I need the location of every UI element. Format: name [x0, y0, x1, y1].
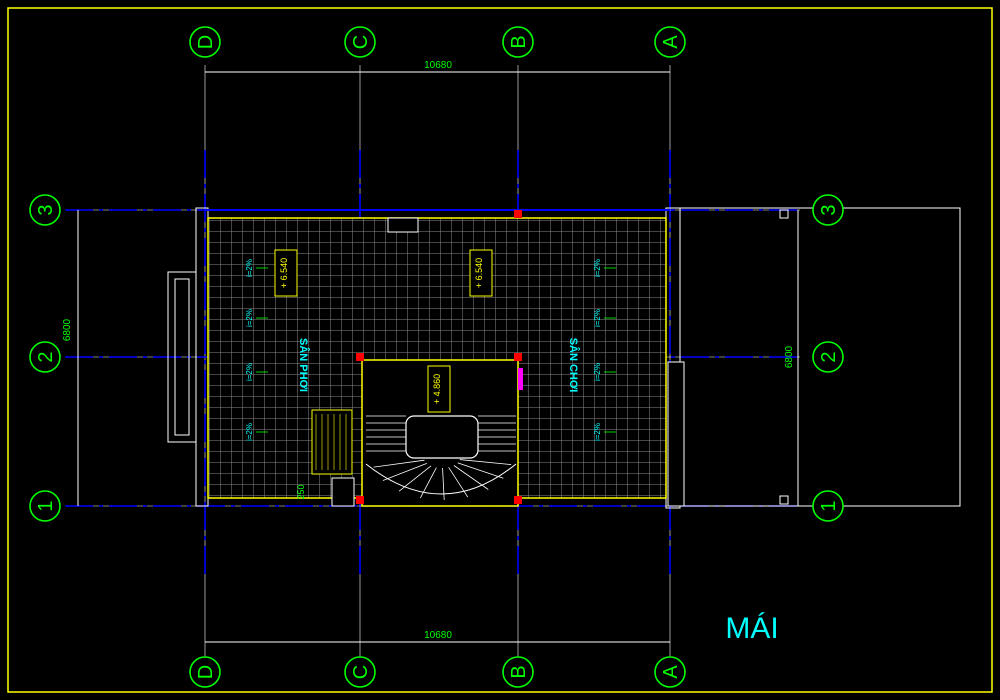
stair-winder [373, 459, 425, 468]
axis-bubble-left [29, 341, 61, 373]
drain-tag: i=2% [593, 259, 602, 277]
axis-bubble-bottom-label: C [350, 665, 372, 679]
stair-curve [365, 463, 517, 495]
dimension-lines [77, 71, 961, 643]
axis-bubble-left-label: 2 [35, 351, 57, 362]
stair-winder [442, 467, 445, 500]
axis-bubble-bottom-label: A [660, 665, 682, 679]
axis-bubble-bottom-label: B [508, 665, 530, 678]
left-balcony-inner [174, 278, 190, 436]
axis-bubble-bottom [502, 656, 534, 688]
room-label-right: SÂN CHƠI [567, 338, 580, 393]
drain-tag: i=2% [593, 309, 602, 327]
drain-tag: i=2% [593, 363, 602, 381]
axis-bubble-left [29, 194, 61, 226]
level-tag-center: + 4.860 [427, 365, 451, 413]
dim-bottom: 10680 [424, 630, 452, 641]
pipe-marker [518, 368, 523, 390]
right-wall-lower [667, 361, 685, 507]
axis-bubble-right-label: 1 [818, 500, 840, 511]
axis-bubble-right [812, 194, 844, 226]
column [514, 496, 522, 504]
axis-bubble-top [189, 26, 221, 58]
axis-bubble-bottom-label: D [195, 665, 217, 679]
column [356, 353, 364, 361]
dim-left: 6800 [62, 318, 73, 341]
axis-bubble-top [344, 26, 376, 58]
level-tag-middle-text: + 6.540 [474, 258, 484, 288]
drain-tag: i=2% [593, 423, 602, 441]
stair-winder [457, 462, 504, 479]
column [514, 353, 522, 361]
axis-bubble-left [29, 490, 61, 522]
axis-bubble-left-label: 3 [35, 204, 57, 215]
axis-bubble-top [654, 26, 686, 58]
axis-bubble-top-label: C [350, 35, 372, 49]
dim-right: 6800 [784, 345, 795, 368]
stair-winder [420, 467, 437, 499]
axis-bubble-right [812, 490, 844, 522]
dim-small: 250 [296, 484, 306, 499]
drain-tag: i=2% [245, 309, 254, 327]
stair-winder [382, 462, 427, 481]
column [514, 210, 522, 218]
axis-bubble-top [502, 26, 534, 58]
level-tag-middle: + 6.540 [469, 249, 493, 297]
level-tag-center-text: + 4.860 [432, 374, 442, 404]
small-room [331, 477, 355, 507]
axis-bubble-top-label: B [508, 35, 530, 48]
drain-tags: i=2% i=2% i=2% i=2% i=2% i=2% i=2% i=2% [245, 259, 616, 441]
level-tag-left-text: + 6.540 [279, 258, 289, 288]
column [356, 496, 364, 504]
drawing-title: MÁI [725, 612, 778, 645]
axis-bubble-top-label: A [660, 35, 682, 49]
drain-tag: i=2% [245, 363, 254, 381]
axis-bubble-bottom [344, 656, 376, 688]
stair-winder [448, 467, 469, 498]
axis-bubble-right [812, 341, 844, 373]
axis-bubble-left-label: 1 [35, 500, 57, 511]
room-label-left: SÂN PHƠI [297, 338, 310, 392]
dim-top: 10680 [424, 60, 452, 71]
stair-winder [459, 459, 512, 465]
axis-bubble-right-label: 3 [818, 204, 840, 215]
level-tag-left: + 6.540 [274, 249, 298, 297]
stair-winder [453, 465, 489, 490]
axis-bubble-bottom [654, 656, 686, 688]
axis-bubble-bottom [189, 656, 221, 688]
roof-hatch [387, 217, 419, 233]
drain-tag: i=2% [245, 423, 254, 441]
laundry-box [311, 409, 353, 475]
axis-bubble-top-label: D [195, 35, 217, 49]
right-marker-bottom [779, 495, 789, 505]
right-marker-top [779, 209, 789, 219]
axis-bubble-right-label: 2 [818, 351, 840, 362]
stair-well [365, 415, 517, 500]
drawing-frame [7, 7, 993, 693]
axis-bubbles: D C B A D C B A 3 2 1 3 2 1 [29, 26, 844, 688]
drain-tag: i=2% [245, 259, 254, 277]
